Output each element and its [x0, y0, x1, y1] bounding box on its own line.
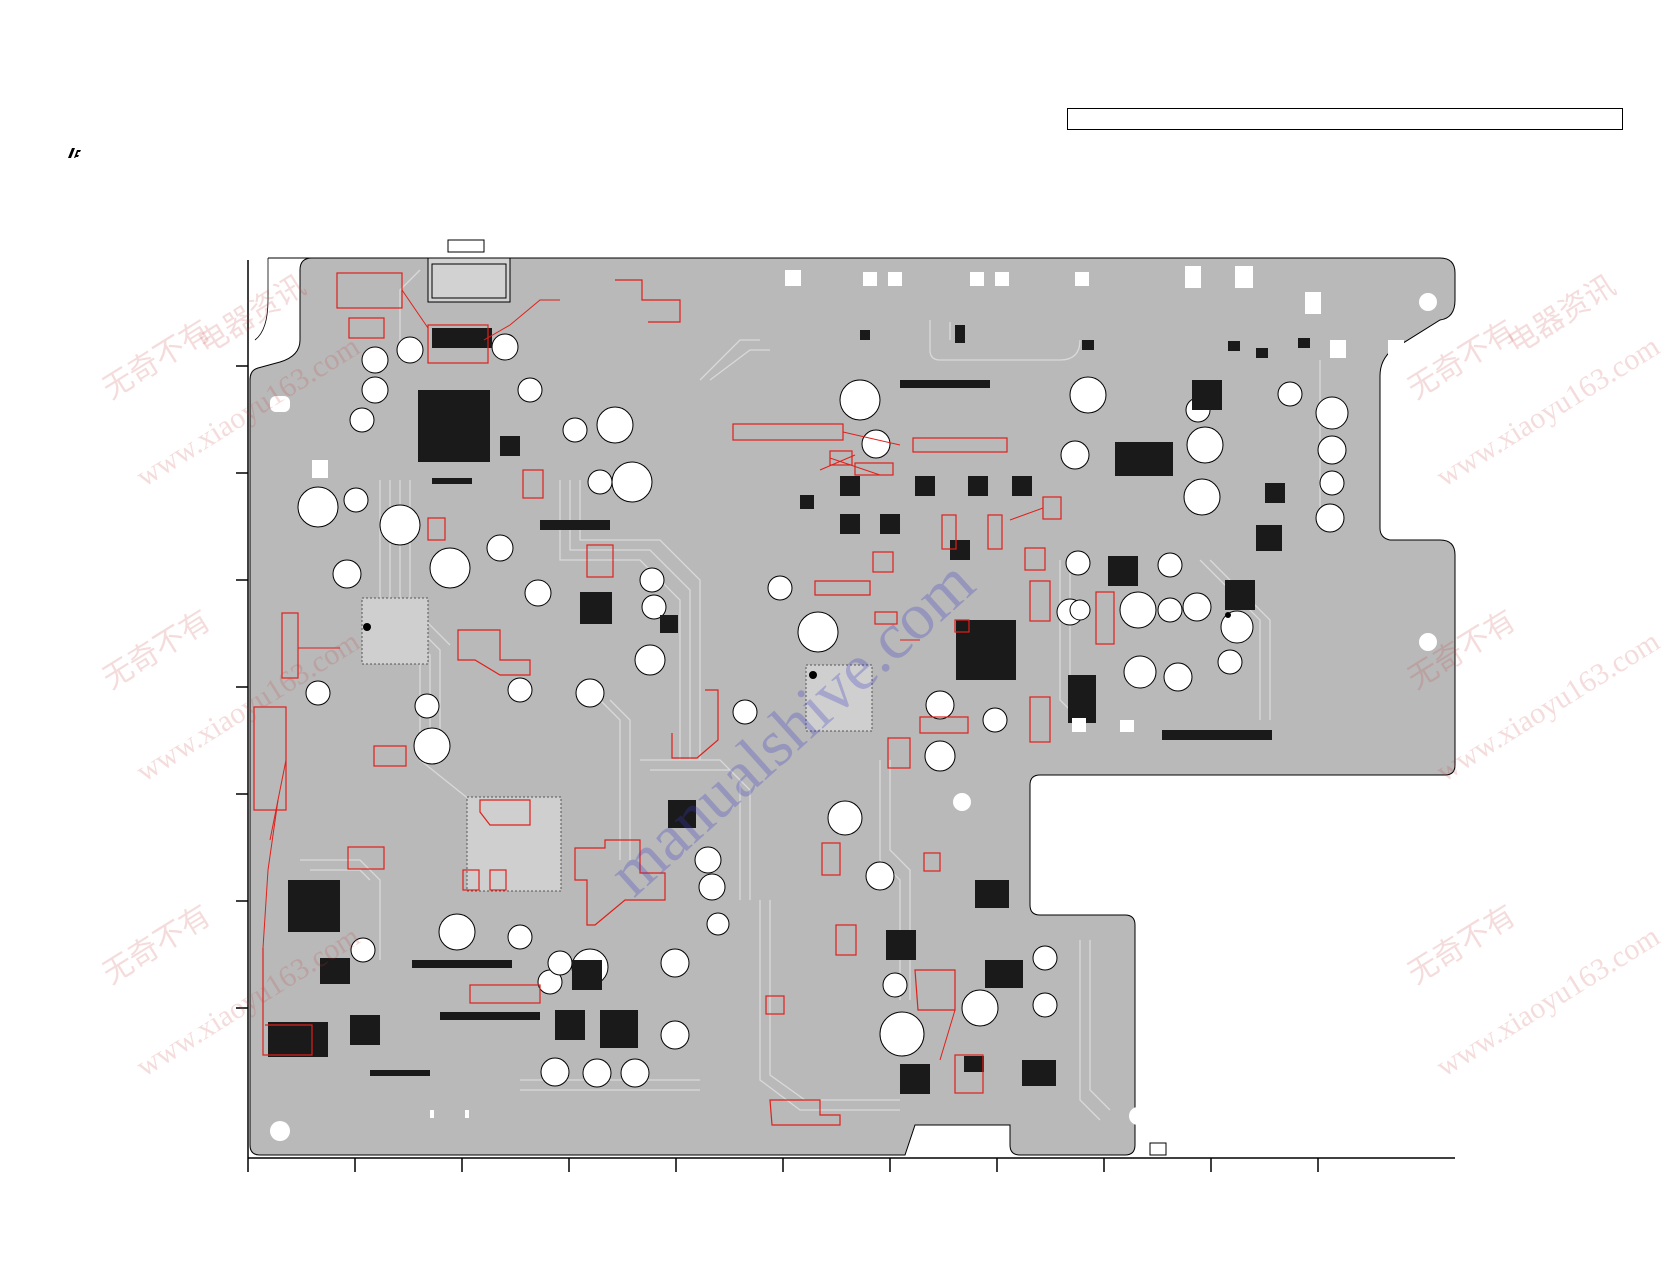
brand-logo-icon	[66, 146, 82, 160]
grid-ruler	[236, 260, 1455, 1172]
mounting-holes	[270, 293, 1437, 1141]
smd-components	[268, 325, 1310, 1094]
leader-lines	[262, 289, 1044, 1061]
pads	[312, 266, 1404, 1156]
top-connector	[427, 239, 511, 303]
document-header-box	[1067, 108, 1623, 130]
ic-packages	[288, 390, 1173, 1048]
fiducial-dots	[363, 612, 1231, 679]
capacitors	[297, 333, 1349, 1088]
